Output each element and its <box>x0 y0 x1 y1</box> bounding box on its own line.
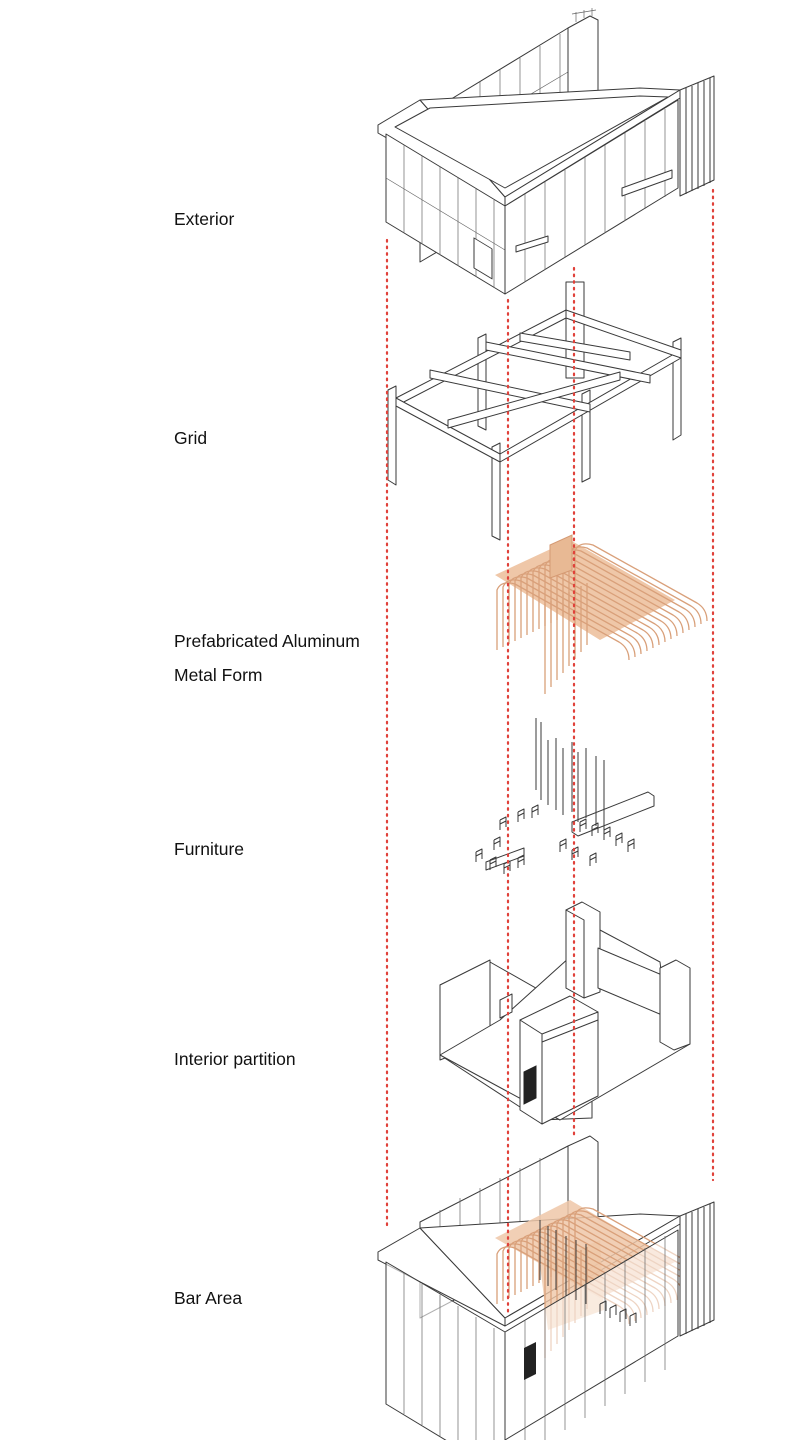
chair <box>531 804 539 818</box>
layer-label-furniture: Furniture <box>174 839 245 859</box>
chair <box>579 818 587 832</box>
chair <box>517 854 525 868</box>
bar-stool <box>599 1300 607 1314</box>
layer-label-aluminum-line2: Metal Form <box>174 665 263 685</box>
chair <box>559 838 567 852</box>
layer-label-exterior: Exterior <box>174 209 235 229</box>
chair <box>493 836 501 850</box>
chair <box>589 852 597 866</box>
chair <box>517 808 525 822</box>
chair <box>475 848 483 862</box>
aluminum-metal-form <box>495 534 708 694</box>
chair <box>627 838 635 852</box>
chair <box>603 826 611 840</box>
aluminum-rib <box>574 543 708 622</box>
chair <box>615 832 623 846</box>
layer-label-partition: Interior partition <box>174 1049 296 1069</box>
interior-partition <box>439 901 691 1125</box>
bar-stool <box>619 1308 627 1322</box>
layer-label-grid: Grid <box>174 428 208 448</box>
bar-stool <box>629 1312 637 1326</box>
furniture-layout <box>475 718 655 874</box>
chair <box>591 822 599 836</box>
alignment-guides <box>385 188 715 1314</box>
chair <box>489 856 497 870</box>
exterior-building <box>377 8 715 295</box>
bar-area-composite <box>377 1135 715 1440</box>
chair <box>503 860 511 874</box>
chair <box>499 816 507 830</box>
layer-label-bar-area: Bar Area <box>174 1288 243 1308</box>
bar-stool <box>609 1304 617 1318</box>
layer-label-aluminum-line1: Prefabricated Aluminum <box>174 631 360 651</box>
structural-grid <box>387 281 682 541</box>
